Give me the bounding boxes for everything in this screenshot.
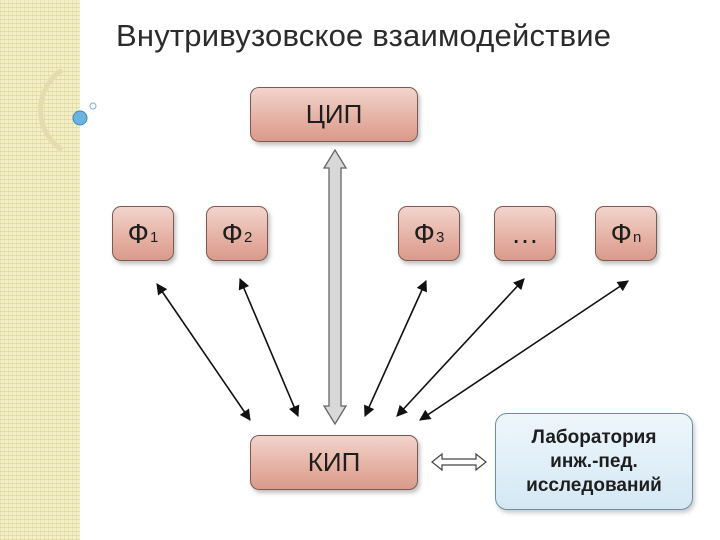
lab-line-1: Лаборатория (531, 426, 657, 448)
kip-lab-double-arrow (431, 452, 487, 472)
node-f1-index: 1 (149, 229, 159, 246)
node-fn-index: n (632, 229, 642, 246)
node-fdots: … (494, 206, 556, 261)
cip-kip-double-arrow (322, 148, 348, 426)
node-f3-symbol: Ф (413, 217, 435, 249)
node-cip-label: ЦИП (305, 99, 363, 129)
node-f2-index: 2 (243, 229, 253, 246)
decorative-dot-small (89, 102, 97, 110)
node-fdots-label: … (511, 217, 539, 249)
arrow-f2-kip (238, 277, 300, 418)
node-f2-symbol: Ф (221, 217, 243, 249)
node-fn-symbol: Ф (610, 217, 632, 249)
node-kip: КИП (250, 435, 418, 490)
decorative-side-strip (0, 0, 80, 540)
arrow-f1-kip (156, 283, 251, 421)
decorative-dot-large (72, 110, 88, 126)
arrow-fdots-kip (396, 278, 525, 417)
node-lab: Лаборатория инж.-пед. исследований (495, 413, 693, 510)
decorative-arc (38, 67, 64, 153)
arrow-fn-kip (419, 280, 629, 421)
page-title: Внутривузовское взаимодействие (116, 18, 612, 53)
node-kip-label: КИП (307, 447, 361, 477)
decorative-circles (38, 67, 97, 153)
node-cip: ЦИП (250, 87, 418, 142)
lab-line-2: инж.-пед. (550, 450, 638, 472)
node-f1-symbol: Ф (127, 217, 149, 249)
lab-line-3: исследований (526, 474, 662, 496)
node-f3-index: 3 (435, 229, 445, 246)
